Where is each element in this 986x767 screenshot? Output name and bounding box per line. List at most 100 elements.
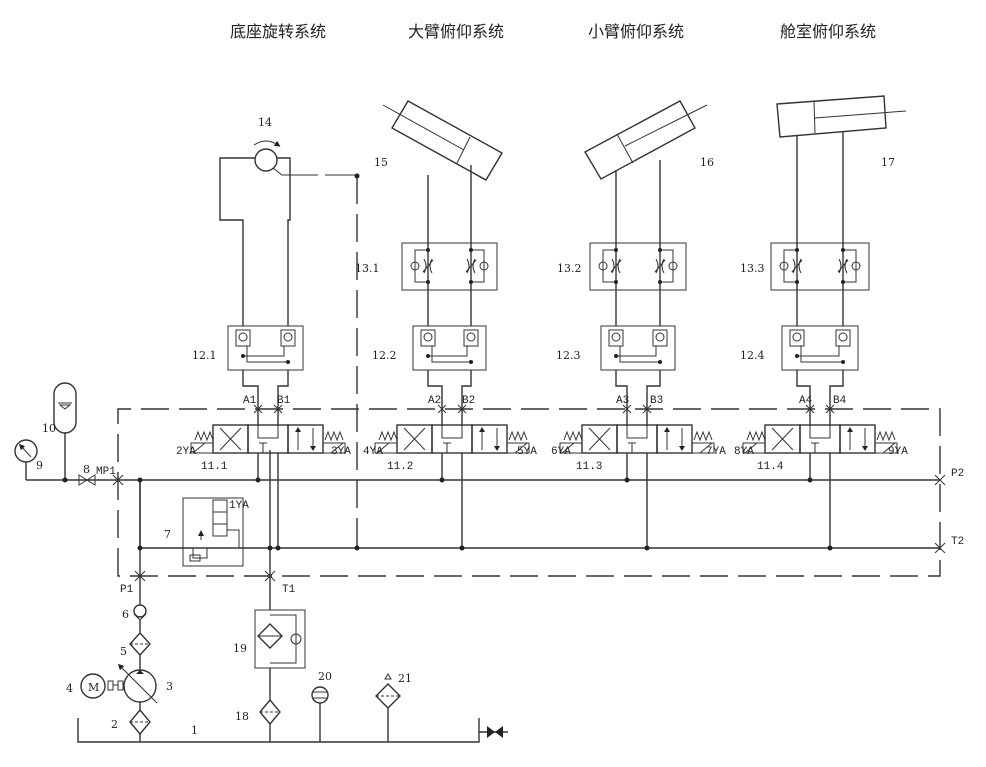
solenoid-3YA: 3YA xyxy=(331,446,351,458)
filter-18 xyxy=(259,698,281,742)
label-6: 6 xyxy=(122,608,129,621)
rotary-motor xyxy=(219,140,360,326)
port-A3: A3 xyxy=(616,395,629,407)
solenoid-5YA: 5YA xyxy=(517,446,537,458)
label-13-3: 13.3 xyxy=(740,262,765,275)
label-11-2: 11.2 xyxy=(387,461,413,473)
solenoid-2YA: 2YA xyxy=(176,446,196,458)
valve-section-boom xyxy=(374,165,530,551)
arm-cylinder xyxy=(584,100,708,180)
label-15: 15 xyxy=(374,156,388,169)
label-10: 10 xyxy=(42,422,56,435)
port-cross xyxy=(805,404,835,414)
pressure-gauge xyxy=(14,439,38,480)
port-P2: P2 xyxy=(951,468,964,480)
hydraulic-lock xyxy=(412,325,487,371)
label-12-3: 12.3 xyxy=(556,349,581,362)
solenoid-spring-left xyxy=(190,430,214,454)
title-boom-pitch: 大臂俯仰系统 xyxy=(408,22,504,41)
label-11-4: 11.4 xyxy=(757,461,784,473)
port-B3: B3 xyxy=(650,395,663,407)
label-4: 4 xyxy=(66,682,73,695)
solenoid-spring-right xyxy=(692,430,715,454)
label-19: 19 xyxy=(233,642,247,655)
level-gauge-20 xyxy=(311,686,329,742)
cabin-cylinder xyxy=(776,95,907,138)
solenoid-1YA: 1YA xyxy=(229,500,249,512)
label-5: 5 xyxy=(120,645,127,658)
port-A2: A2 xyxy=(428,395,441,407)
suction-filter-2 xyxy=(129,708,151,742)
hydraulic-lock xyxy=(227,325,304,371)
label-13-1: 13.1 xyxy=(355,262,380,275)
hydraulic-lock xyxy=(781,325,859,371)
label-16: 16 xyxy=(700,156,714,169)
label-11-3: 11.3 xyxy=(576,461,602,473)
label-2: 2 xyxy=(111,718,118,731)
directional-valve xyxy=(374,424,530,454)
relief-valve xyxy=(182,497,244,567)
label-8: 8 xyxy=(83,463,90,476)
solenoid-spring-right xyxy=(323,430,346,454)
title-arm-pitch: 小臂俯仰系统 xyxy=(588,22,684,41)
port-A4: A4 xyxy=(799,395,813,407)
drain-valve xyxy=(479,726,508,738)
solenoid-9YA: 9YA xyxy=(888,446,908,458)
solenoid-7YA: 7YA xyxy=(706,446,726,458)
label-13-2: 13.2 xyxy=(557,262,582,275)
motor-M: M xyxy=(88,681,99,694)
label-1: 1 xyxy=(191,724,198,737)
label-9: 9 xyxy=(36,459,43,472)
port-P1: P1 xyxy=(120,584,134,596)
label-18: 18 xyxy=(235,710,249,723)
port-B1: B1 xyxy=(277,395,291,407)
solenoid-6YA: 6YA xyxy=(551,446,571,458)
solenoid-spring-left xyxy=(559,430,583,454)
label-7: 7 xyxy=(164,528,171,541)
filter-5 xyxy=(129,631,151,670)
port-cross xyxy=(253,404,283,414)
label-11-1: 11.1 xyxy=(201,461,228,473)
port-B4: B4 xyxy=(833,395,847,407)
label-21: 21 xyxy=(398,672,412,685)
port-A1: A1 xyxy=(243,395,257,407)
label-20: 20 xyxy=(318,670,332,683)
throttle-valve-block xyxy=(589,242,687,291)
throttle-valve-block xyxy=(770,242,870,291)
label-12-2: 12.2 xyxy=(372,349,397,362)
solenoid-spring-right xyxy=(507,430,530,454)
directional-valve xyxy=(742,424,898,454)
valve-section-base xyxy=(190,325,346,551)
electric-motor xyxy=(80,673,124,699)
solenoid-spring-left xyxy=(374,430,398,454)
boom-cylinder xyxy=(382,100,503,181)
throttle-valve-block xyxy=(401,242,498,291)
valve-manifold-boundary xyxy=(117,176,941,577)
directional-valve xyxy=(190,424,346,454)
accumulator xyxy=(53,382,77,480)
oil-tank xyxy=(77,718,480,743)
variable-pump xyxy=(117,663,158,710)
return-filter-19 xyxy=(254,609,306,700)
port-crosses xyxy=(112,474,946,582)
solenoid-8YA: 8YA xyxy=(734,446,754,458)
port-T1: T1 xyxy=(282,584,296,596)
port-cross xyxy=(437,404,467,414)
title-base-rotation: 底座旋转系统 xyxy=(230,22,326,41)
valve-section-cabin xyxy=(742,131,898,551)
title-cabin-pitch: 舱室俯仰系统 xyxy=(780,22,876,41)
port-B2: B2 xyxy=(462,395,475,407)
label-3: 3 xyxy=(166,680,173,693)
shutoff-valve xyxy=(78,474,96,486)
port-MP1: MP1 xyxy=(96,466,116,478)
solenoid-4YA: 4YA xyxy=(363,446,383,458)
hydraulic-lock xyxy=(600,325,676,371)
directional-valve xyxy=(559,424,715,454)
label-12-1: 12.1 xyxy=(192,349,217,362)
port-T2: T2 xyxy=(951,536,964,548)
label-17: 17 xyxy=(881,156,895,169)
label-14: 14 xyxy=(258,116,272,129)
port-cross xyxy=(622,404,652,414)
solenoid-spring-right xyxy=(875,430,898,454)
